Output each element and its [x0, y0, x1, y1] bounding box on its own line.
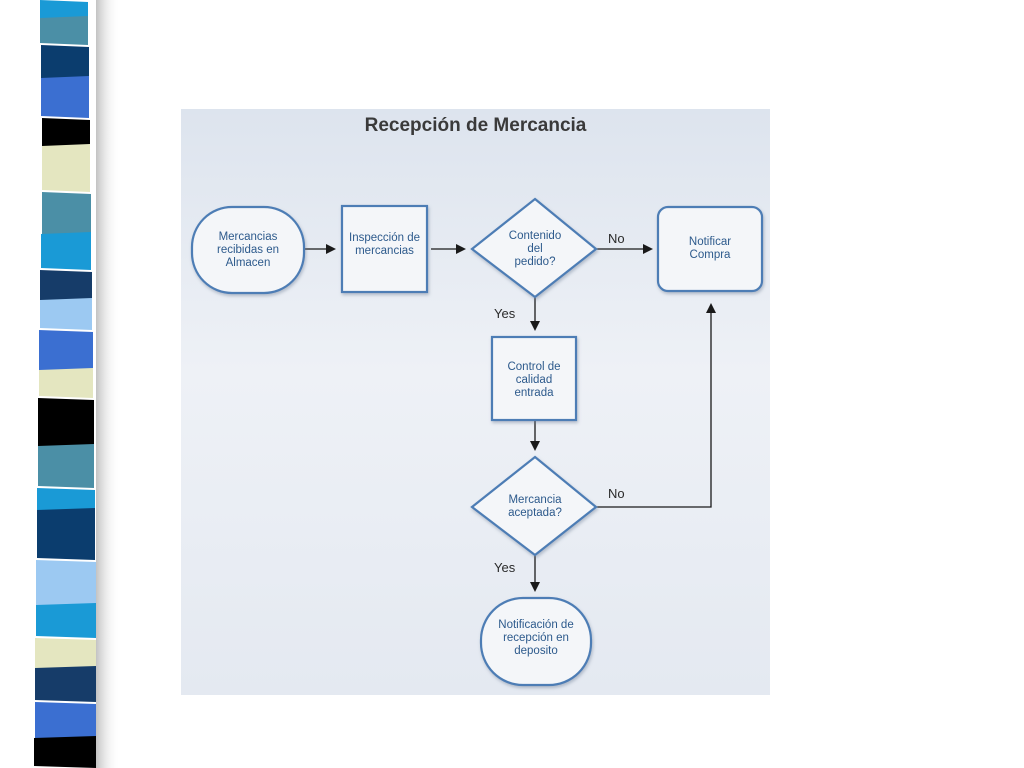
node-accepted-check: Mercancia aceptada?: [508, 494, 562, 519]
node-content-check-shape: [470, 197, 598, 299]
stripe-block: [40, 0, 88, 20]
stripe-block: [42, 192, 91, 236]
edge-label-accepted-no: No: [608, 486, 625, 501]
node-notify-purchase-shape: [656, 205, 764, 293]
stripe-block: [36, 560, 96, 607]
stripe-block: [41, 45, 89, 80]
stripe-block: [37, 488, 95, 512]
node-start: Mercancias recibidas en Almacen: [216, 230, 279, 269]
stripe-block: [35, 638, 96, 670]
connectors: [304, 244, 716, 592]
node-notify-purchase: Notificar Compra: [688, 236, 732, 261]
node-notify-receipt: Notificación de recepción en deposito: [498, 618, 574, 657]
edge-label-content-no: No: [608, 231, 625, 246]
node-notify-receipt-shape: [479, 596, 593, 687]
stripe-block: [39, 330, 93, 372]
node-start-shape: [190, 205, 306, 295]
node-inspection: Inspección de mercancias: [349, 232, 420, 257]
stripe-block: [35, 702, 96, 740]
node-quality-control-shape: [490, 335, 578, 422]
decorative-stripe: [0, 0, 120, 768]
node-accepted-check-shape: [470, 455, 598, 557]
arrow-accepted-no-to-notify-purchase: [596, 303, 716, 508]
stripe-block: [35, 666, 96, 702]
node-content-check: Contenido del pedido?: [508, 229, 562, 268]
diagram-title: Recepción de Mercancia: [364, 115, 587, 136]
stripe-block: [40, 298, 92, 330]
stripe-block: [40, 270, 92, 302]
edge-label-content-yes: Yes: [494, 306, 516, 321]
node-inspection-shape: [340, 204, 429, 294]
edge-label-accepted-yes: Yes: [494, 560, 516, 575]
stripe-block: [42, 118, 90, 148]
nodes: [190, 197, 764, 687]
stripe-block: [34, 736, 96, 768]
stripe-block: [38, 398, 94, 448]
stripe-block: [42, 144, 90, 192]
stripe-block: [38, 444, 94, 488]
node-quality-control: Control de calidad entrada: [507, 360, 561, 399]
flowchart-canvas: [190, 197, 764, 687]
diagram-panel: Recepción de Mercancia Mercancias recibi…: [181, 109, 770, 695]
stripe-block: [40, 16, 88, 45]
stripe-block: [41, 76, 89, 118]
stripe-block: [39, 368, 93, 398]
stripe-blocks: [34, 0, 96, 768]
stripe-block: [36, 603, 96, 638]
stripe-block: [37, 508, 95, 560]
stripe-block: [41, 232, 91, 270]
